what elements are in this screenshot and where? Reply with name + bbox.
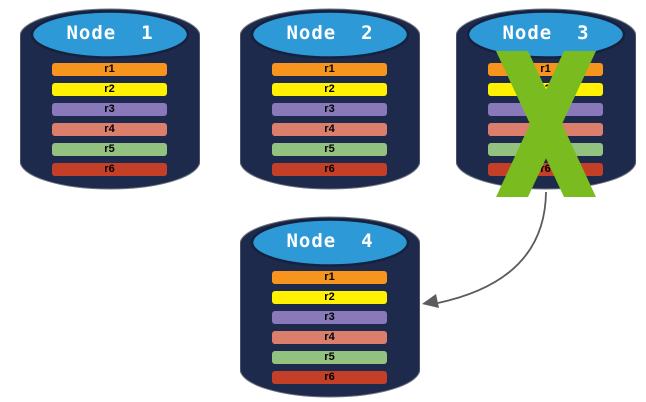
arrowhead-icon — [422, 294, 439, 308]
row-r2: r2 — [272, 291, 387, 304]
node-1: Node 1 r1 r2 r3 r4 r5 r6 — [20, 3, 200, 193]
row-r6: r6 — [272, 371, 387, 384]
node-2: Node 2 r1 r2 r3 r4 r5 r6 — [240, 3, 420, 193]
row-r4: r4 — [488, 123, 603, 136]
row-r2: r2 — [52, 83, 167, 96]
row-stack: r1 r2 r3 r4 r5 r6 — [272, 271, 387, 391]
row-r1: r1 — [52, 63, 167, 76]
row-r5: r5 — [488, 143, 603, 156]
row-r6: r6 — [272, 163, 387, 176]
row-r1: r1 — [488, 63, 603, 76]
row-r5: r5 — [272, 143, 387, 156]
node-4: Node 4 r1 r2 r3 r4 r5 r6 — [240, 211, 420, 401]
cylinder-top — [250, 218, 410, 267]
row-r3: r3 — [488, 103, 603, 116]
row-stack: r1 r2 r3 r4 r5 r6 — [52, 63, 167, 183]
row-r4: r4 — [52, 123, 167, 136]
row-r3: r3 — [272, 103, 387, 116]
row-r1: r1 — [272, 271, 387, 284]
row-r5: r5 — [272, 351, 387, 364]
row-r2: r2 — [488, 83, 603, 96]
arrow-curve — [437, 191, 547, 304]
row-r3: r3 — [272, 311, 387, 324]
row-r5: r5 — [52, 143, 167, 156]
node-title: Node 4 — [286, 230, 374, 252]
row-r4: r4 — [272, 331, 387, 344]
node-3: Node 3 r1 r2 r3 r4 r5 r6 — [456, 3, 636, 193]
cylinder-top — [250, 10, 410, 59]
node-title: Node 1 — [66, 22, 154, 44]
row-stack: r1 r2 r3 r4 r5 r6 — [272, 63, 387, 183]
row-r1: r1 — [272, 63, 387, 76]
row-stack: r1 r2 r3 r4 r5 r6 — [488, 63, 603, 183]
cylinder-top — [30, 10, 190, 59]
migration-arrow — [422, 191, 547, 308]
node-title: Node 3 — [502, 22, 590, 44]
row-r3: r3 — [52, 103, 167, 116]
row-r4: r4 — [272, 123, 387, 136]
row-r2: r2 — [272, 83, 387, 96]
row-r6: r6 — [52, 163, 167, 176]
row-r6: r6 — [488, 163, 603, 176]
node-title: Node 2 — [286, 22, 374, 44]
